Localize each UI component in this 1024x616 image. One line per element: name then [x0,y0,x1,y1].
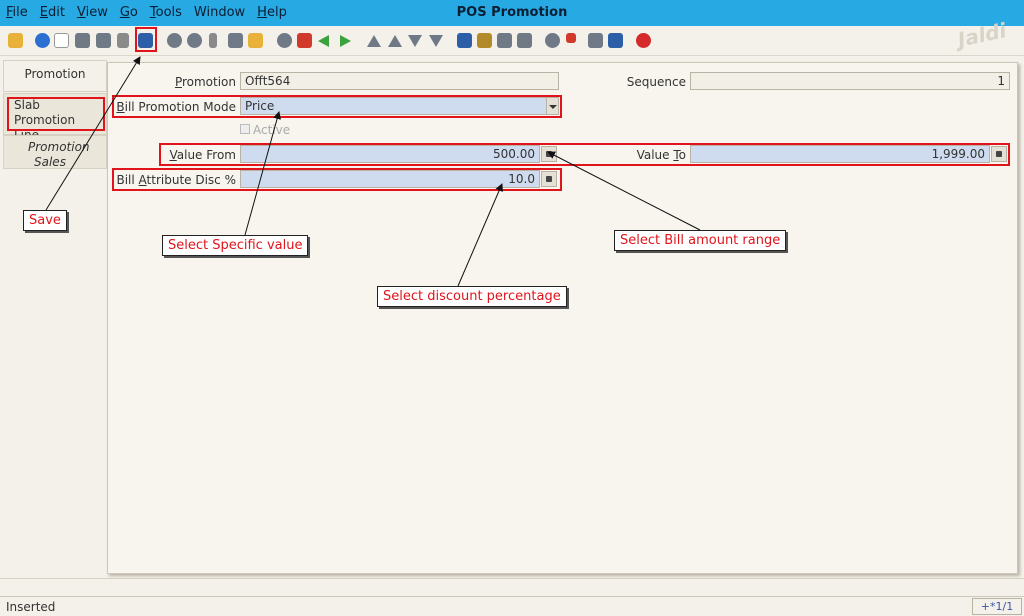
disc-calculator-button[interactable] [541,171,557,187]
menu-bar: File Edit View Go Tools Window Help [6,5,287,20]
tab-promotion-label: Promotion [24,67,86,81]
value-from-calculator-button[interactable] [541,146,557,162]
toolbar [0,26,1024,56]
refresh-icon[interactable] [167,33,182,48]
help-icon[interactable] [35,33,50,48]
save-icon[interactable] [138,33,153,48]
form-panel [107,62,1018,574]
bill-promotion-mode-select[interactable]: Price [240,97,559,115]
archive-icon[interactable] [477,33,492,48]
bill-attribute-disc-label: Bill Attribute Disc % [116,173,236,187]
sequence-field[interactable]: 1 [690,72,1010,90]
tab-sales-label-line2: Sales [34,155,66,169]
annotation-specific-value: Select Specific value [162,235,309,256]
value-to-calculator-button[interactable] [991,146,1007,162]
attachment-icon[interactable] [209,33,217,48]
tab-slab-label: Slab [14,98,40,112]
tab-promotion[interactable]: Promotion [3,60,107,92]
annotation-bill-range: Select Bill amount range [614,230,787,251]
tab-promotion-sales[interactable]: Promotion Sales [3,135,107,169]
tab-sales-label: Promotion [28,140,90,154]
menu-file[interactable]: File [6,5,28,20]
value-to-label: Value To [636,148,686,162]
chevron-down-icon[interactable] [546,98,558,114]
close-window-icon[interactable] [636,33,651,48]
copy-record-icon[interactable] [75,33,90,48]
menu-window[interactable]: Window [193,5,246,20]
menu-edit[interactable]: Edit [39,5,65,20]
first-record-icon[interactable] [367,35,381,47]
save-highlight-box [135,27,157,52]
slab-tab-highlight-box [7,97,105,131]
promotion-label: Promotion [174,75,236,89]
bill-promotion-mode-label: Bill Promotion Mode [116,100,236,114]
promotion-field[interactable]: Offt564 [240,72,559,90]
delete-icon[interactable] [96,33,111,48]
annotation-save: Save [23,210,67,231]
left-tab-list: Promotion Slab Promotion Line Promotion … [0,60,107,570]
chat-icon[interactable] [228,33,243,48]
new-record-icon[interactable] [54,33,69,48]
active-checkbox[interactable] [240,124,250,134]
requests-icon[interactable] [588,33,603,48]
find-icon[interactable] [187,33,202,48]
undo-icon[interactable] [8,33,23,48]
bill-attribute-disc-field[interactable]: 10.0 [240,170,540,188]
report-icon[interactable] [457,33,472,48]
print-preview-icon[interactable] [497,33,512,48]
value-from-field[interactable]: 500.00 [240,145,540,163]
zoom-across-icon[interactable] [545,33,560,48]
sequence-label: Sequence [626,75,686,89]
menu-view[interactable]: View [76,5,108,20]
menu-help[interactable]: Help [257,5,287,20]
annotation-discount: Select discount percentage [377,286,567,307]
multi-view-icon[interactable] [248,33,263,48]
product-info-icon[interactable] [608,33,623,48]
menu-tools[interactable]: Tools [149,5,182,20]
delete-selection-icon[interactable] [117,33,129,48]
home-icon[interactable] [297,33,312,48]
history-icon[interactable] [277,33,292,48]
next-record-icon[interactable] [408,35,422,47]
last-record-icon[interactable] [429,35,443,47]
forward-icon[interactable] [340,35,351,47]
previous-record-icon[interactable] [388,35,402,47]
back-icon[interactable] [318,35,329,47]
print-icon[interactable] [517,33,532,48]
value-from-label: Value From [169,148,236,162]
workflow-icon[interactable] [566,33,576,43]
menu-go[interactable]: Go [119,5,138,20]
value-to-field[interactable]: 1,999.00 [690,145,990,163]
status-text: Inserted [6,600,56,614]
title-bar: File Edit View Go Tools Window Help POS … [0,0,1024,26]
active-label: Active [253,123,291,137]
divider [0,578,1024,579]
record-count-indicator[interactable]: +*1/1 [972,598,1022,615]
bill-promotion-mode-value: Price [245,99,275,113]
status-bar: Inserted +*1/1 [0,596,1024,616]
